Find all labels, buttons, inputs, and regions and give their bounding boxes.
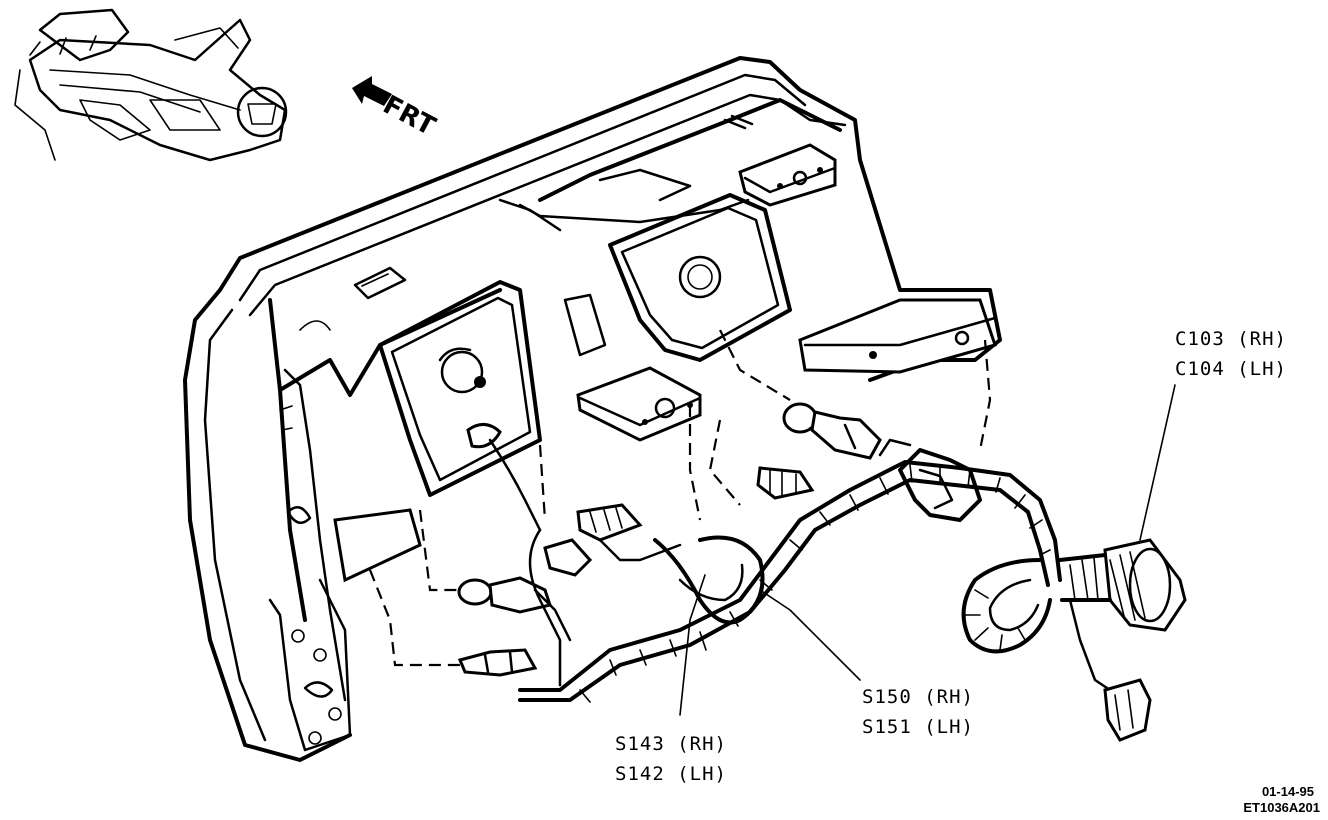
harness-connector-left — [543, 503, 643, 577]
splice-callout-s151: S151 (LH) — [862, 716, 974, 738]
right-lamp-pocket — [608, 193, 792, 362]
lamp-housing — [183, 56, 1002, 762]
splice-callout-s142: S142 (LH) — [615, 763, 727, 785]
bulb-socket-right-upper — [782, 402, 882, 460]
outboard-bracket — [333, 508, 422, 583]
body-connector — [1058, 538, 1187, 632]
splice-callout-s143: S143 (RH) — [615, 733, 727, 755]
wiring-harness — [518, 438, 1112, 703]
front-direction-arrow-icon — [352, 76, 392, 106]
splice-callout-s150: S150 (RH) — [862, 686, 974, 708]
callout-leaders — [679, 384, 1176, 716]
bulb-socket-lower-upper — [457, 576, 552, 614]
harness-connector-center — [756, 466, 815, 500]
left-lamp-pocket — [378, 280, 607, 497]
drawing-date: 01-14-95 — [1261, 784, 1314, 799]
mounting-block-center — [576, 366, 702, 442]
housing-center-divider — [498, 98, 842, 232]
connector-callout-rh: C103 (RH) — [1175, 328, 1287, 350]
connector-callout-lh: C104 (LH) — [1175, 358, 1287, 380]
mounting-block-right — [798, 298, 997, 374]
vehicle-locator-icon — [14, 8, 288, 162]
bulb-socket-left-upper — [466, 423, 542, 532]
bulb-socket-lower — [457, 648, 538, 677]
assembly-dashed-lines — [368, 329, 992, 667]
mounting-block-upper — [738, 143, 837, 207]
pigtail-connector — [1103, 678, 1152, 742]
drawing-code: ET1036A201 — [1243, 800, 1320, 815]
